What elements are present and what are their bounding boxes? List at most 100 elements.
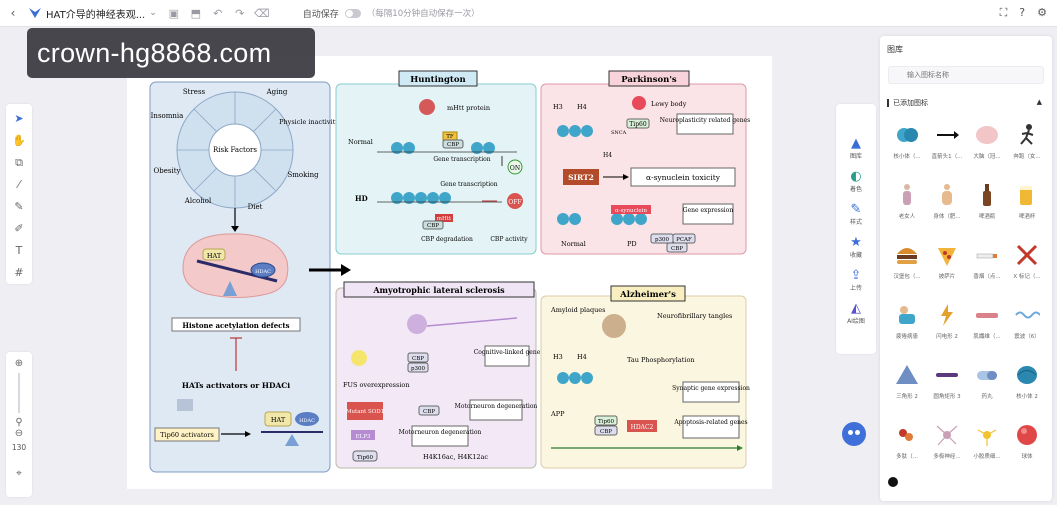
risk-aging: Aging (266, 88, 288, 96)
gallery-item-pizza[interactable]: 披萨片 (927, 238, 967, 292)
gallery-item-microglia[interactable]: 小胶质细... (967, 418, 1007, 472)
gallery-item-neuron[interactable]: 多极神经... (927, 418, 967, 472)
gallery-item-nucleosome-2[interactable]: 核小体 2 (1007, 358, 1047, 412)
pd-label: PD (627, 240, 637, 248)
pd-h4-label: H4 (577, 103, 587, 111)
back-icon[interactable]: ‹ (10, 6, 16, 20)
fullscreen-icon[interactable]: ⛶ (999, 6, 1008, 19)
gallery-item-cigarette[interactable]: 香烟（点... (967, 238, 1007, 292)
rail-upload[interactable]: ⇪上传 (850, 268, 862, 301)
gallery-item-lightning[interactable]: 闪电形 2 (927, 298, 967, 352)
ad-h4-label: H4 (577, 353, 587, 361)
gallery-item-label: 奔跑（女... (1013, 154, 1041, 160)
gallery-item-label: 核小体 2 (1016, 394, 1038, 400)
motorneuron-1-label: Motorneuron degeneration (455, 403, 538, 410)
gallery-item-x-mark[interactable]: X 标记（... (1007, 238, 1047, 292)
gallery-item-burger[interactable]: 汉堡包（... (887, 238, 927, 292)
risk-diet: Diet (248, 203, 263, 211)
line-tool-icon[interactable]: ⁄ (18, 178, 20, 191)
cbp-degradation-label: CBP degradation (421, 236, 473, 243)
rail-color[interactable]: ◐ 着色 (850, 169, 862, 202)
brush-tool-icon[interactable]: ✐ (14, 222, 24, 235)
gallery-item-label: 闪电形 2 (936, 334, 958, 340)
gallery-item-wave[interactable]: 震波（6） (1007, 298, 1047, 352)
gallery-item-runner[interactable]: 奔跑（女... (1007, 118, 1047, 172)
gallery-item-peptide[interactable]: 多肽（... (887, 418, 927, 472)
gallery-item-label: 啤酒杯 (1018, 214, 1036, 220)
gallery-panel: 图库 ⚲ 已添加图标 ▲ 核小体（...直箭头1（...大脑（冠...奔跑（女.… (880, 36, 1052, 501)
asyn-label: α-synuclein (615, 208, 647, 214)
gallery-item-brain[interactable]: 大脑（冠... (967, 118, 1007, 172)
hdac-balance-label: HDAC (299, 418, 315, 424)
gene-expression-label: Gene expression (683, 207, 734, 214)
gallery-item-label: 汉堡包（... (893, 274, 921, 280)
grid-tool-icon[interactable]: # (14, 266, 24, 279)
rail-ai[interactable]: ◭AI绘图 (847, 301, 865, 334)
gallery-item-sphere[interactable]: 球体 (1007, 418, 1047, 472)
rail-style[interactable]: ✎样式 (850, 202, 862, 235)
save-icon[interactable]: ▣ (168, 6, 179, 20)
redo-icon[interactable]: ↷ (235, 6, 245, 20)
rail-favorite[interactable]: ★收藏 (850, 235, 862, 268)
pen-tool-icon[interactable]: ✎ (14, 200, 24, 213)
zoom-slider[interactable] (18, 373, 20, 413)
gallery-item-arrow[interactable]: 直箭头1（... (927, 118, 967, 172)
palette-icon: ◐ (850, 169, 862, 184)
title-chevron-icon[interactable]: ⌄ (149, 8, 157, 18)
zoom-in-icon[interactable]: ⊕ (14, 358, 24, 369)
risk-stress: Stress (183, 88, 206, 96)
locate-icon[interactable]: ⌖ (16, 468, 22, 479)
peptide-icon (887, 418, 927, 452)
pd-h4b-label: H4 (603, 152, 612, 159)
zoom-out-icon[interactable]: ⊖ (14, 428, 24, 439)
autosave-toggle[interactable] (344, 8, 361, 18)
panel-title: 图库 (887, 45, 903, 54)
elp3-label: ELP3 (356, 434, 371, 440)
gallery-item-body[interactable]: 身体（肥... (927, 178, 967, 232)
gallery-item-old-woman[interactable]: 老女人 (887, 178, 927, 232)
section-collapse-icon[interactable]: ▲ (1036, 98, 1042, 106)
pill-icon (967, 358, 1007, 392)
cbp-label: CBP (447, 142, 459, 148)
gallery-item-nucleosome[interactable]: 核小体（... (887, 118, 927, 172)
icon-search-input[interactable] (888, 66, 1044, 84)
rail-gallery-label: 图库 (849, 153, 862, 160)
gallery-item-beer-glass[interactable]: 啤酒杯 (1007, 178, 1047, 232)
undo-icon[interactable]: ↶ (213, 6, 223, 20)
gallery-item-beer-bottle[interactable]: 啤酒瓶 (967, 178, 1007, 232)
tired-patient-icon (887, 298, 927, 332)
rail-upload-label: 上传 (849, 285, 862, 292)
apoptosis-label: Apoptosis-related genes (673, 419, 747, 426)
watermark-dot-icon (888, 477, 898, 487)
mutant-sod1-label: Mutant SOD1 (346, 409, 384, 415)
text-tool-icon[interactable]: T (15, 244, 23, 257)
zoom-handle-icon[interactable]: ⚲ (15, 417, 23, 428)
risk-center-label: Risk Factors (213, 146, 257, 154)
help-icon[interactable]: ? (1019, 6, 1026, 19)
gallery-item-pill[interactable]: 药丸 (967, 358, 1007, 412)
export-icon[interactable]: ⬒ (190, 6, 201, 20)
gallery-item-label: 大脑（冠... (973, 154, 1001, 160)
document-title[interactable]: HAT介导的神经表观... (46, 9, 146, 21)
tau-label: Tau Phosphorylation (627, 356, 695, 364)
settings-icon[interactable]: ⚙ (1037, 6, 1047, 19)
als-p300-label: p300 (411, 366, 426, 372)
autosave-label: 自动保存 (302, 9, 339, 20)
sphere-icon (1007, 418, 1047, 452)
neuroplasticity-label: Neuroplasticity related genes (660, 117, 750, 124)
hdac-label: HDAC (255, 269, 271, 275)
drawing-canvas[interactable]: Risk Factors Stress Aging Insomnia Physi… (127, 56, 772, 489)
gallery-item-label: 核小体（... (893, 154, 921, 160)
select-tool-icon[interactable]: ➤ (14, 112, 24, 125)
shape-tool-icon[interactable]: ⧉ (15, 156, 23, 169)
assistant-mascot-icon[interactable] (842, 422, 866, 446)
gallery-item-tired-patient[interactable]: 疲倦病患 (887, 298, 927, 352)
hand-tool-icon[interactable]: ✋ (12, 134, 26, 147)
format-painter-icon[interactable]: ⌫ (254, 6, 270, 20)
rail-gallery[interactable]: ▲图库 (850, 136, 862, 169)
rail-color-label: 着色 (849, 186, 862, 193)
gallery-item-triangle[interactable]: 三角形 2 (887, 358, 927, 412)
wave-icon (1007, 298, 1047, 332)
gallery-item-muscle-fiber[interactable]: 肌纖维（... (967, 298, 1007, 352)
gallery-item-rounded-rect[interactable]: 圆角矩形 3 (927, 358, 967, 412)
